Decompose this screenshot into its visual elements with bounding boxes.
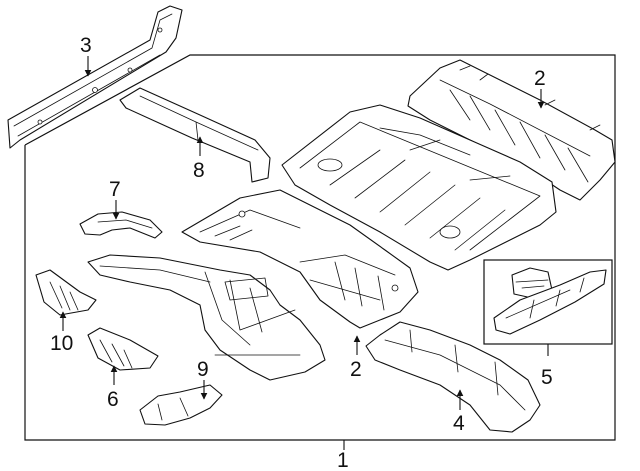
assembly-frame [24, 54, 616, 441]
part-3-rocker-panel[interactable] [7, 5, 183, 149]
callout-6: 6 [107, 388, 119, 411]
callout-4: 4 [453, 412, 465, 435]
callout-9: 9 [197, 358, 209, 381]
part-4-sill-extension[interactable] [365, 321, 541, 433]
callout-3: 3 [80, 34, 92, 57]
part-10-gusset[interactable] [35, 269, 97, 316]
part-floor-pan-left[interactable] [87, 254, 326, 381]
callout-2-floor: 2 [350, 358, 362, 381]
callout-10: 10 [50, 332, 73, 355]
part-5-brackets[interactable] [493, 267, 607, 335]
part-2-front-floor[interactable] [181, 189, 419, 329]
part-6-bracket[interactable] [87, 327, 159, 371]
callout-8: 8 [193, 159, 205, 182]
part-2-rear-crossmember[interactable] [407, 59, 616, 201]
callout-2-top: 2 [534, 67, 546, 90]
callout-7: 7 [109, 178, 121, 201]
part-floor-pan-main[interactable] [281, 104, 557, 271]
callout-5: 5 [541, 366, 553, 389]
part-7-bracket[interactable] [79, 211, 163, 239]
callout-1: 1 [337, 449, 349, 471]
part-9-bracket[interactable] [139, 384, 223, 426]
